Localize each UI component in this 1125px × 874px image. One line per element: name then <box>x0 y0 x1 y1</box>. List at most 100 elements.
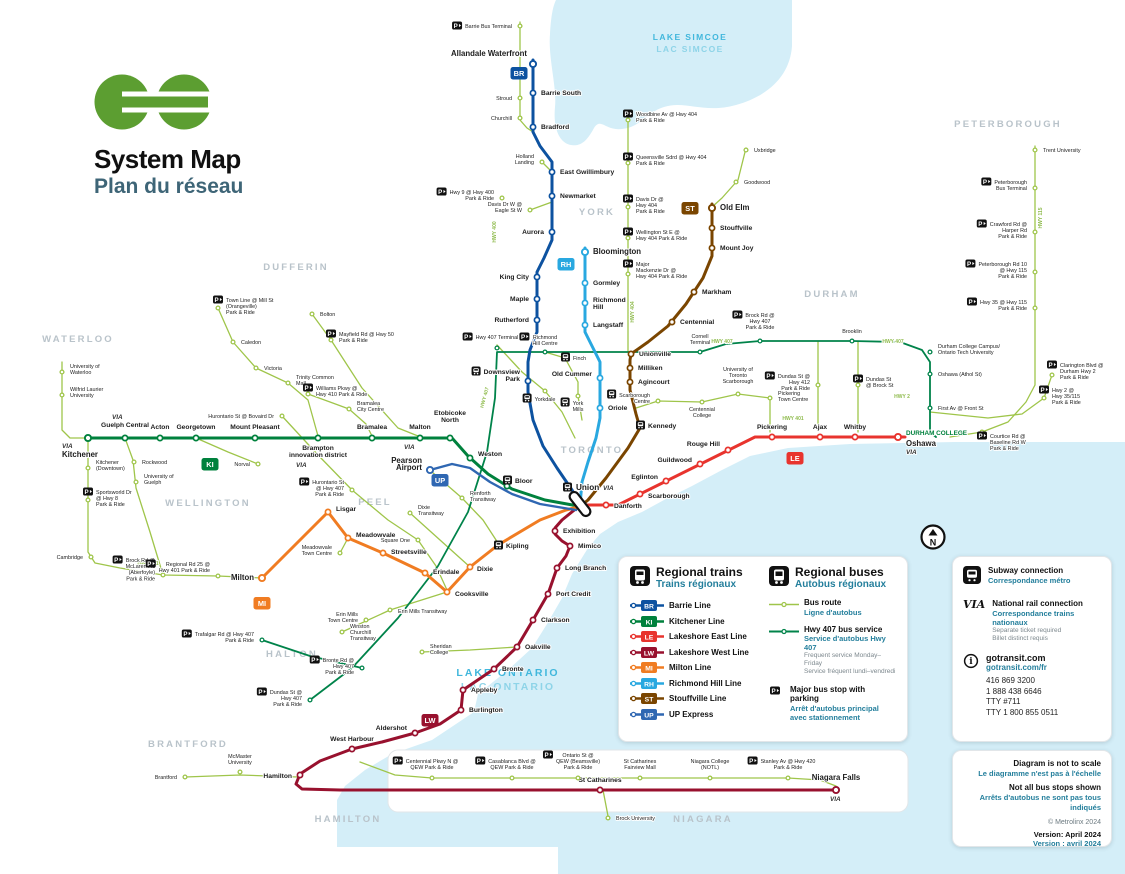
svg-text:RH: RH <box>561 260 572 269</box>
svg-text:P: P <box>625 261 629 268</box>
hwy407-bus-route-0 <box>309 340 937 701</box>
bus-route-22 <box>184 774 299 778</box>
region-label-wellington: WELLINGTON <box>165 498 251 509</box>
bus-stop-first-av-front-st: First Av @ Front St <box>927 405 985 413</box>
station-label-oriole: Oriole <box>608 405 628 412</box>
rail-line-stouffville-line <box>580 202 714 507</box>
highway-label-hwy-407: HWY 407 <box>711 339 733 345</box>
bus-stop-label-brooklin: Brooklin <box>842 329 861 335</box>
svg-text:P: P <box>114 557 118 564</box>
bus-route-20 <box>359 761 837 787</box>
station-centennial: Centennial <box>668 318 715 327</box>
station-label-milton: Milton <box>231 573 254 582</box>
bus-stop-label-williams-pkwy-hwy-410-park-ride: Williams Pkwy @Hwy 410 Park & Ride <box>316 386 367 398</box>
station-label-bronte: Bronte <box>502 666 524 673</box>
park-and-ride-icon: P <box>623 152 633 161</box>
niagara-corridor-panel <box>387 749 909 813</box>
via-rail-item: VIA National rail connection Corresponda… <box>963 599 1101 643</box>
bus-stop-label-kitchener-downtown: Kitchener(Downtown) <box>96 460 125 472</box>
bus-stop-kitchener-downtown: Kitchener(Downtown) <box>85 459 126 473</box>
subway-label: Subway connection <box>988 566 1064 575</box>
svg-text:LW: LW <box>424 716 435 725</box>
hwy407-bus-route-1 <box>261 639 363 669</box>
station-label-mimico: Mimico <box>578 543 601 550</box>
station-label-guelph-central: Guelph Central <box>101 422 149 429</box>
line-badge-UP: UP <box>431 474 449 487</box>
svg-text:P: P <box>969 299 973 306</box>
park-and-ride-icon: P <box>623 259 633 268</box>
station-label-gormley: Gormley <box>593 280 620 287</box>
station-label-long-branch: Long Branch <box>565 565 606 572</box>
bus-stop-label-first-av-front-st: First Av @ Front St <box>938 406 984 412</box>
version-fr: Version : avril 2024 <box>1033 839 1101 849</box>
station-label-langstaff: Langstaff <box>593 322 624 329</box>
bus-route-13 <box>409 512 471 568</box>
station-label-lisgar: Lisgar <box>336 506 356 513</box>
station-barrie-south: Barrie South <box>529 89 582 98</box>
bus-stop-label-rockwood: Rockwood <box>142 460 167 466</box>
bus-stop-label-victoria: Victoria <box>264 366 282 372</box>
legend-parking-item: P Major bus stop with parking Arrêt d'au… <box>769 685 896 722</box>
legend-buses-subtitle: Autobus régionaux <box>795 579 887 591</box>
svg-text:LE: LE <box>645 635 654 642</box>
station-label-ajax: Ajax <box>813 424 827 431</box>
station-georgetown: Georgetown <box>175 423 217 442</box>
legend-line-name: UP Express <box>669 709 714 719</box>
legend-trains-title: Regional trains <box>656 565 743 579</box>
station-kitchener: Kitchener <box>61 433 99 460</box>
lake-simcoe <box>549 0 792 146</box>
bus-stop-label-brock-university: Brock University <box>616 816 655 822</box>
line-badge-RH: RH <box>557 258 575 271</box>
tty-2: TTY 1 800 855 0511 <box>986 708 1059 718</box>
station-label-oakville: Oakville <box>525 644 551 651</box>
legend-trains-subtitle: Trains régionaux <box>656 579 737 591</box>
bus-stop-oshawa-athol-st: Oshawa (Athol St) <box>927 371 983 379</box>
bus-stop-norval: Norval <box>234 461 261 469</box>
svg-text:P: P <box>967 261 971 268</box>
park-and-ride-icon: P <box>462 332 473 341</box>
bus-stop-niagara-college-notl: Niagara College(NOTL) <box>690 758 730 781</box>
via-rail-icon: VIA <box>296 462 307 469</box>
bus-stop-town-line-mill-st-orangeville-park-ride: Town Line @ Mill St(Orangeville)Park & R… <box>213 295 275 317</box>
station-appleby: Appleby <box>459 686 499 695</box>
svg-text:P: P <box>521 334 525 341</box>
park-and-ride-icon: P <box>769 685 785 722</box>
station-label-niagara-falls: Niagara Falls <box>812 773 861 782</box>
station-label-west-harbour: West Harbour <box>330 736 374 743</box>
info-icon: i <box>963 653 979 719</box>
bus-stop-label-erin-mills-transitway: Erin Mills Transitway <box>398 609 447 615</box>
svg-text:P: P <box>301 479 305 486</box>
station-label-rutherford: Rutherford <box>494 317 529 324</box>
bus-route-25 <box>421 646 518 653</box>
line-badge-BR: BR <box>510 67 528 80</box>
station-bloomington: Bloomington <box>580 246 642 257</box>
station-bradford: Bradford <box>529 123 570 132</box>
regional-train-icon <box>630 566 650 591</box>
park-and-ride-icon: P <box>623 109 633 118</box>
subway-icon <box>563 482 572 492</box>
svg-text:P: P <box>749 758 753 765</box>
station-markham: Markham <box>690 288 732 297</box>
station-label-old-elm: Old Elm <box>720 203 750 212</box>
